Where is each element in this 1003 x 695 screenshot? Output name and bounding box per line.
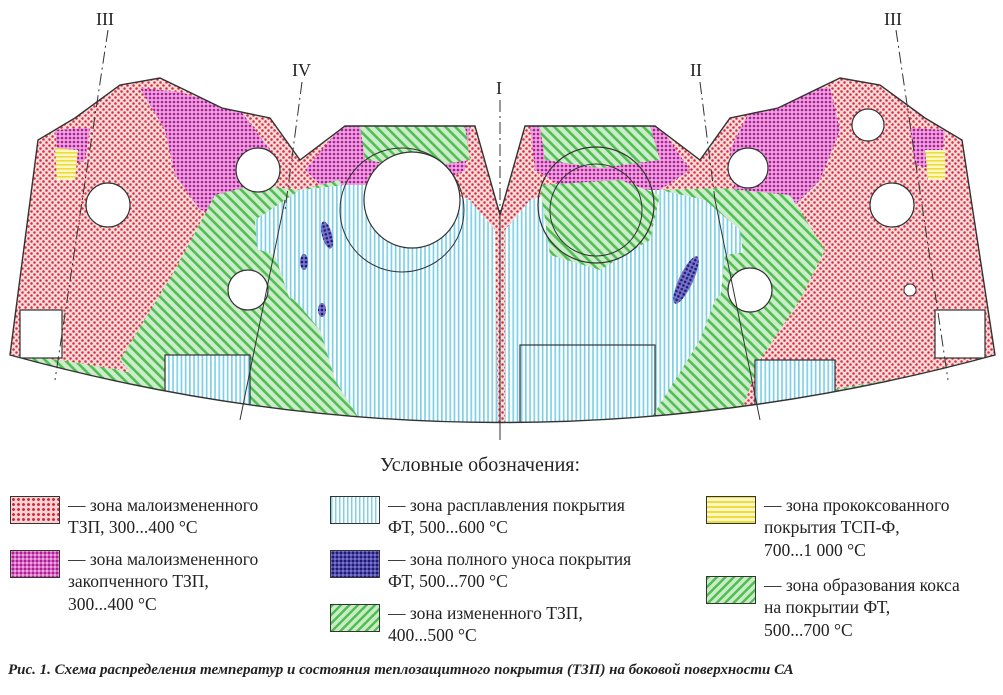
legend-item-yellow: — зона прококсованного покрытия ТСП-Ф, 7… (706, 494, 950, 561)
section-label-iii-right: III (884, 9, 902, 29)
legend-text: — зона расплавления покрытия ФТ, 500...6… (388, 495, 625, 538)
zones (10, 78, 995, 423)
section-lines (54, 29, 949, 381)
legend-text: — зона прококсованного покрытия ТСП-Ф, 7… (764, 495, 950, 560)
legend-swatch-blue (330, 496, 380, 524)
legend-swatch-yellow (706, 496, 756, 524)
legend-text: — зона измененного ТЗП, 400...500 °С (388, 603, 583, 646)
legend-text: — зона образования кокса на покрытии ФТ,… (764, 575, 960, 640)
legend-item-red: — зона малоизмененного ТЗП, 300...400 °С (10, 494, 258, 539)
section-label-i: I (496, 78, 502, 98)
heat-shield-diagram: III IV I II III (9, 9, 996, 440)
legend-swatch-magenta (10, 550, 60, 578)
section-label-iv: IV (292, 60, 311, 80)
legend-swatch-coke (706, 576, 756, 604)
legend-item-blue: — зона расплавления покрытия ФТ, 500...6… (330, 494, 625, 539)
legend-item-magenta: — зона малоизмененного закопченного ТЗП,… (10, 548, 258, 615)
legend-text: — зона малоизмененного закопченного ТЗП,… (68, 549, 259, 614)
legend-text: — зона полного уноса покрытия ФТ, 500...… (388, 549, 632, 592)
legend-item-navy: — зона полного уноса покрытия ФТ, 500...… (330, 548, 631, 593)
section-label-ii: II (690, 60, 702, 80)
legend-item-green: — зона измененного ТЗП, 400...500 °С (330, 602, 583, 647)
section-label-iii-left: III (96, 9, 114, 29)
legend-text: — зона малоизмененного ТЗП, 300...400 °С (68, 495, 259, 538)
legend-swatch-red (10, 496, 60, 524)
legend-title: Условные обозначения: (380, 454, 581, 476)
shell-outline (9, 77, 996, 424)
legend-swatch-green (330, 604, 380, 632)
figure-caption: Рис. 1. Схема распределения температур и… (8, 662, 794, 678)
legend-item-coke: — зона образования кокса на покрытии ФТ,… (706, 574, 960, 641)
legend-swatch-navy (330, 550, 380, 578)
